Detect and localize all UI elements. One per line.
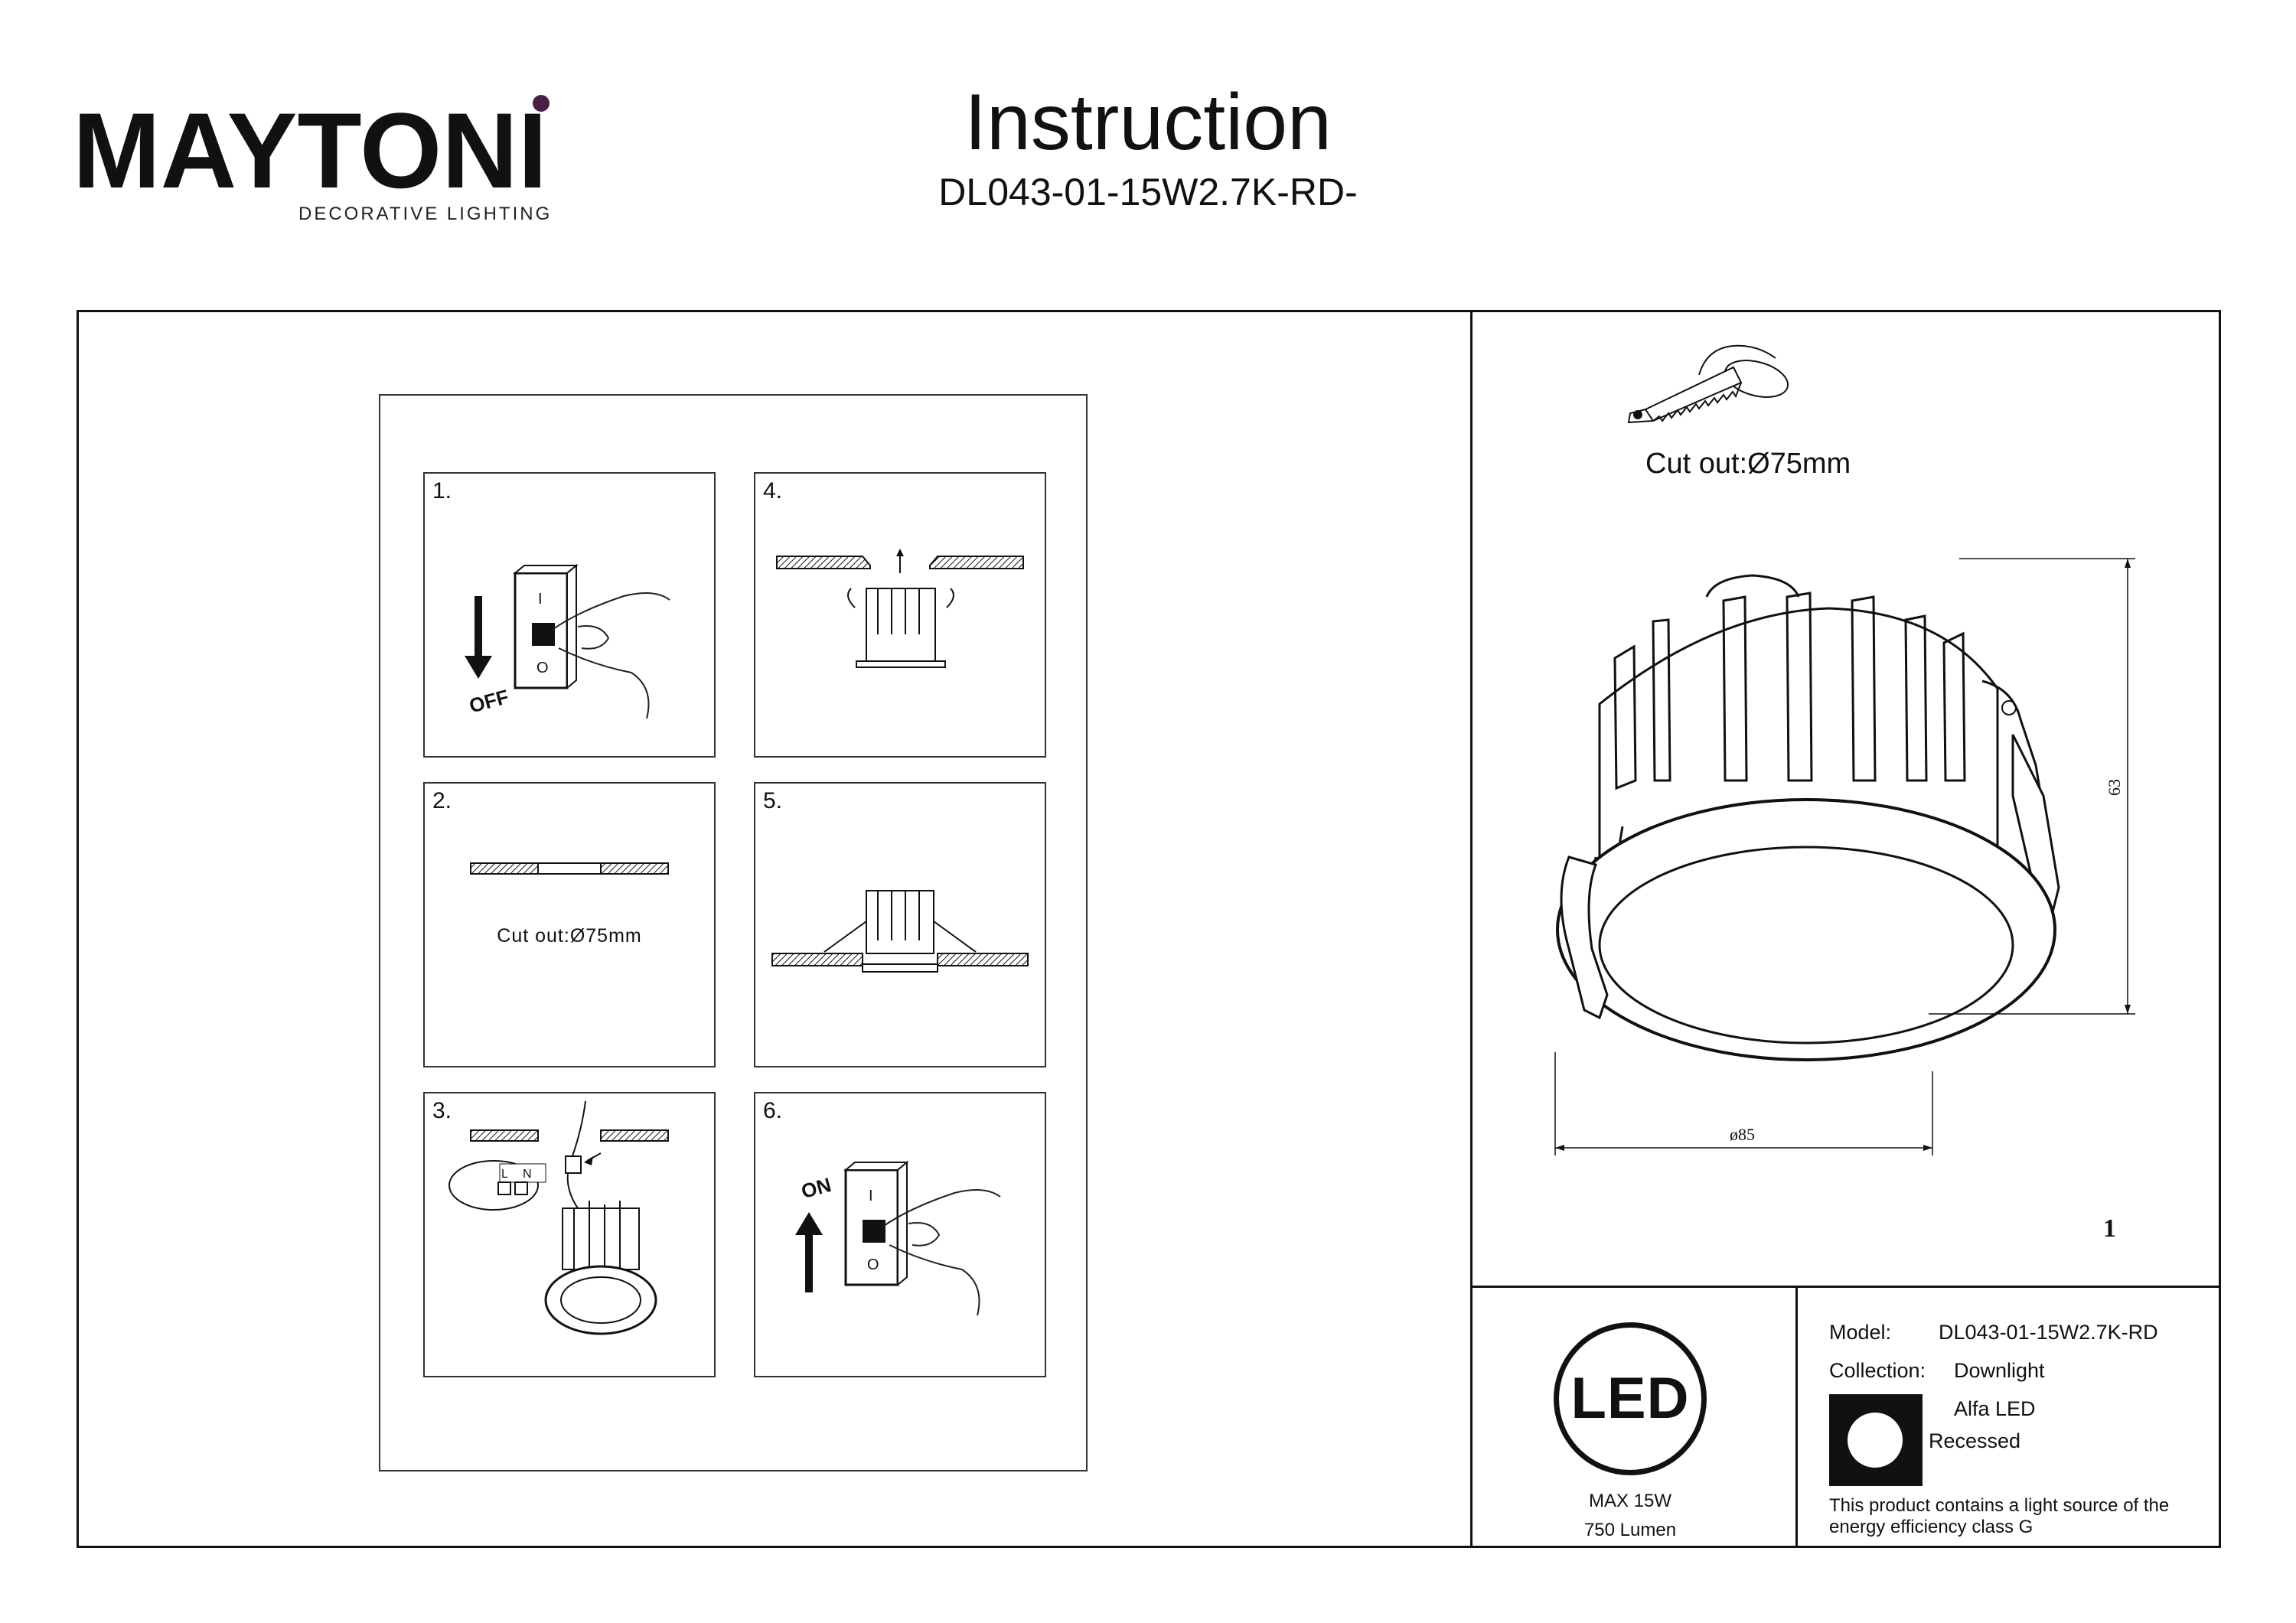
- insert-spring-clips-icon: [776, 549, 1024, 668]
- on-label: ON: [799, 1173, 833, 1203]
- page-title: Instruction: [964, 78, 1332, 167]
- step-number: 6.: [763, 1098, 783, 1123]
- page-number: 1: [2103, 1214, 2116, 1243]
- step-cutout-label: Cut out:Ø75mm: [497, 925, 642, 947]
- recessed-icon: [1829, 1394, 1923, 1486]
- off-label: OFF: [467, 685, 511, 717]
- product-drawing: 63 ø85: [1554, 558, 2135, 1155]
- frame-divider-vertical: [1470, 310, 1473, 1548]
- step-number: 1.: [432, 478, 452, 504]
- step-number: 5.: [763, 788, 783, 813]
- maytoni-logo: MAYTONI DECORATIVE LIGHTING: [73, 90, 552, 224]
- height-dimension: 63: [2105, 779, 2124, 796]
- logo-tagline: DECORATIVE LIGHTING: [298, 204, 552, 224]
- step-1: 1. OFF I O: [423, 472, 716, 758]
- led-badge-icon: LED: [1554, 1322, 1707, 1475]
- power-off-icon: OFF I O: [465, 563, 670, 719]
- svg-text:I: I: [869, 1188, 873, 1204]
- svg-text:I: I: [538, 591, 543, 608]
- collection-value: Downlight: [1954, 1359, 2045, 1382]
- page-subtitle: DL043-01-15W2.7K-RD-: [938, 171, 1358, 213]
- spec-divider: [1795, 1286, 1798, 1548]
- step-4: 4.: [754, 472, 1046, 758]
- step-3: 3. L N: [423, 1092, 716, 1377]
- wiring-icon: L N: [448, 1100, 669, 1335]
- step-2: 2. Cut out:Ø75mm: [423, 782, 716, 1067]
- ceiling-cutout-icon: [470, 862, 669, 875]
- model-value: DL043-01-15W2.7K-RD: [1939, 1321, 2158, 1344]
- step-number: 4.: [763, 478, 783, 504]
- step-6: 6. ON I O: [754, 1092, 1046, 1377]
- collection-label: Collection:: [1829, 1359, 1926, 1382]
- svg-text:O: O: [867, 1256, 879, 1273]
- logo-wordmark: MAYTONI: [73, 90, 547, 210]
- logo-accent-dot: [533, 95, 550, 112]
- max-power: MAX 15W: [1588, 1491, 1672, 1511]
- recessed-icon-dot: [1848, 1413, 1903, 1468]
- product-name: Alfa LED: [1954, 1397, 2036, 1420]
- mount-type: Recessed: [1929, 1429, 2021, 1452]
- step-number: 3.: [432, 1098, 452, 1123]
- svg-text:N: N: [523, 1168, 532, 1181]
- step-number: 2.: [432, 788, 452, 813]
- led-badge-text: LED: [1570, 1366, 1690, 1431]
- step-5: 5.: [754, 782, 1046, 1067]
- svg-text:O: O: [536, 660, 549, 676]
- saw-icon: [1627, 344, 1789, 424]
- svg-text:L: L: [501, 1168, 508, 1181]
- cutout-label: Cut out:Ø75mm: [1645, 448, 1851, 480]
- main-frame: [77, 310, 2221, 1548]
- power-on-icon: ON I O: [795, 1160, 1001, 1316]
- frame-divider-horizontal: [1470, 1286, 2221, 1288]
- installed-downlight-icon: [771, 890, 1029, 973]
- instruction-sheet: [379, 394, 1088, 1471]
- energy-class-text: This product contains a light source of …: [1829, 1495, 2170, 1516]
- energy-class-text: energy efficiency class G: [1829, 1517, 2033, 1537]
- model-label: Model:: [1829, 1321, 1892, 1344]
- lumen-value: 750 Lumen: [1583, 1520, 1677, 1540]
- diameter-dimension: ø85: [1730, 1125, 1755, 1144]
